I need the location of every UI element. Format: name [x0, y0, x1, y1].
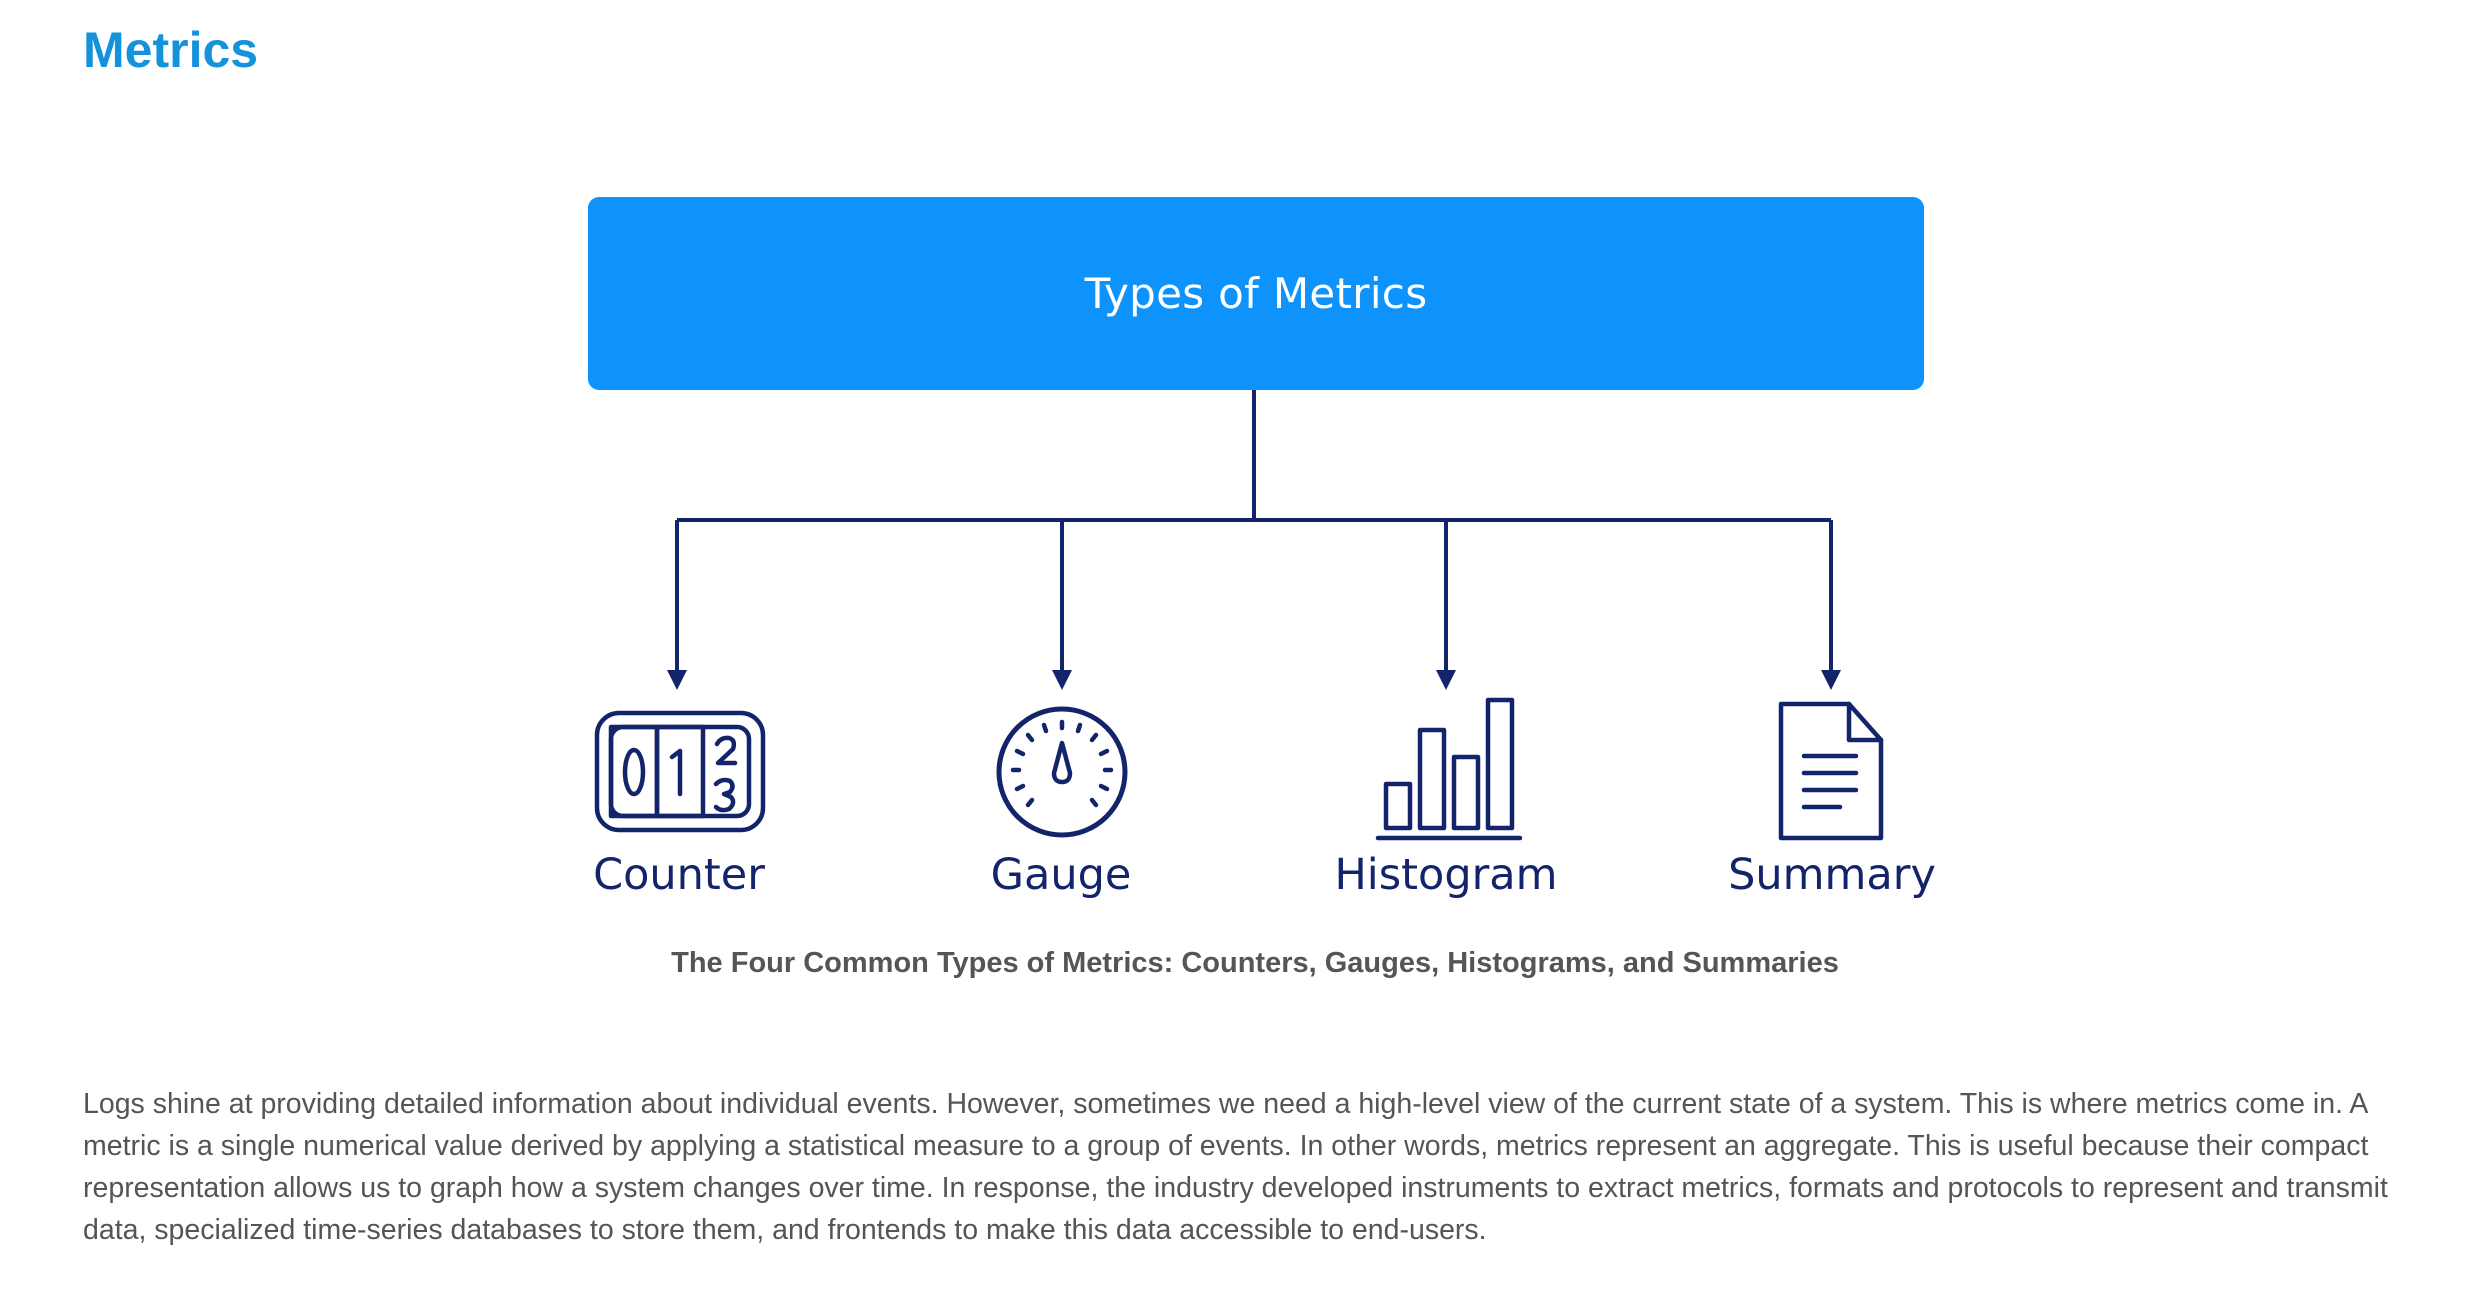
node-label-summary: Summary [1728, 850, 1936, 900]
types-of-metrics-box: Types of Metrics [588, 197, 1924, 390]
metrics-types-diagram: Types of Metrics Counter Gauge Histogram… [588, 197, 1936, 979]
histogram-icon [1375, 697, 1523, 841]
diagram-connectors [594, 390, 1884, 841]
arrowhead-histogram [1436, 670, 1456, 690]
root-label: Types of Metrics [1084, 269, 1428, 318]
node-label-histogram: Histogram [1334, 850, 1558, 900]
arrowhead-summary [1821, 670, 1841, 690]
counter-icon [594, 710, 766, 833]
gauge-icon [996, 706, 1128, 838]
arrowhead-gauge [1052, 670, 1072, 690]
page-title: Metrics [83, 22, 259, 78]
node-label-counter: Counter [593, 850, 765, 900]
body-paragraph: Logs shine at providing detailed informa… [83, 1088, 2388, 1246]
node-label-gauge: Gauge [990, 850, 1132, 900]
summary-document-icon [1778, 701, 1884, 841]
figure-caption: The Four Common Types of Metrics: Counte… [671, 947, 1839, 979]
arrowhead-counter [667, 670, 687, 690]
